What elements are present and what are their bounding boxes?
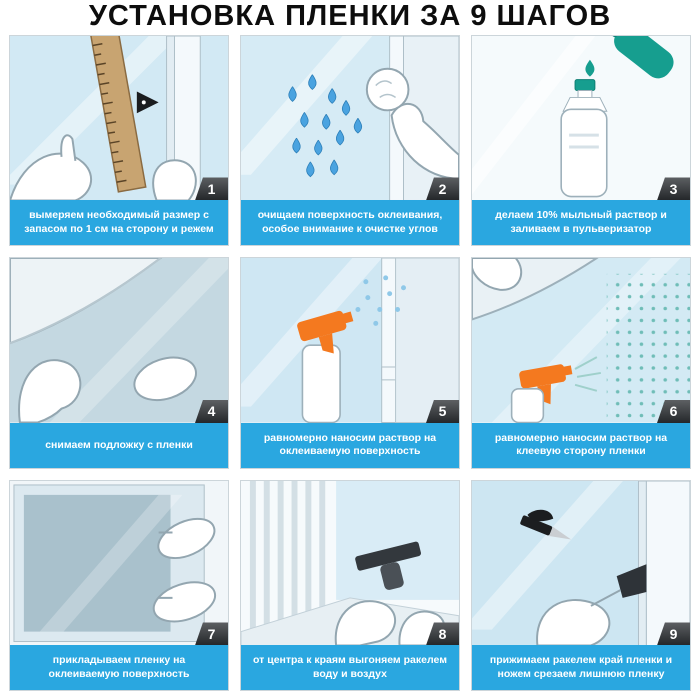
soap-solution-scene [472, 36, 690, 201]
step-caption: снимаем подложку с пленки [10, 422, 228, 468]
step-number-badge: 9 [657, 622, 690, 646]
holding-hand [472, 258, 523, 292]
squeegee-icon [616, 564, 647, 598]
step-number-badge: 8 [426, 622, 459, 646]
trim-edge-scene [472, 480, 690, 646]
step-number-badge: 1 [195, 177, 228, 201]
step-card-8: 8 от центра к краям выгоняем ракелем вод… [240, 479, 460, 692]
spray-mist [355, 275, 406, 327]
lower-hand [152, 581, 217, 623]
step-caption-text: очищаем поверхность оклеивания, особое в… [257, 209, 443, 235]
step-card-4: 4 снимаем подложку с пленки [9, 257, 229, 469]
step-caption: равномерно наносим раствор на оклеиваему… [241, 422, 459, 468]
step-caption-text: от центра к краям выгоняем ракелем воду … [253, 654, 447, 680]
apply-film-scene [10, 480, 228, 646]
step-caption: вымеряем необходимый размер с запасом по… [10, 200, 228, 246]
teal-bottle-icon [607, 36, 674, 79]
step-number: 1 [207, 180, 216, 197]
step-number-badge: 5 [426, 399, 459, 423]
solution-drop-icon [585, 59, 595, 77]
page-title: УСТАНОВКА ПЛЕНКИ ЗА 9 ШАГОВ [88, 0, 612, 32]
step-number: 4 [207, 403, 216, 420]
step-caption-text: снимаем подложку с пленки [45, 438, 193, 451]
step-caption-text: вымеряем необходимый размер с запасом по… [24, 209, 214, 235]
left-hand [334, 600, 397, 646]
film-offcut [527, 509, 554, 522]
film-sheet-icon [23, 494, 171, 632]
spray-bottle-icon [297, 311, 354, 423]
squeegee-scene [241, 480, 459, 646]
step-caption-text: делаем 10% мыльный раствор и заливаем в … [495, 209, 667, 235]
step-number: 9 [669, 625, 678, 642]
step-number: 2 [438, 180, 447, 197]
step-card-9: 9 прижимаем ракелем край пленки и ножем … [471, 479, 691, 692]
spray-lines [574, 356, 601, 393]
step-caption: прижимаем ракелем край пленки и ножем ср… [472, 645, 690, 691]
right-hand [152, 159, 197, 201]
pressing-hand [133, 357, 197, 402]
step-number-badge: 3 [657, 177, 690, 201]
pointing-finger [60, 134, 77, 161]
clean-surface-scene [241, 36, 459, 201]
step-1-illustration: 1 [10, 36, 228, 201]
step-9-illustration: 9 [472, 480, 690, 646]
ruler-icon [89, 36, 147, 193]
step-number-badge: 7 [195, 622, 228, 646]
step-card-1: 1 вымеряем необходимый размер с запасом … [9, 35, 229, 247]
step-card-3: 3 делаем 10% мыльный раствор и заливаем … [471, 35, 691, 247]
step-number: 3 [669, 180, 678, 197]
peel-backing-scene [10, 258, 228, 423]
step-caption-text: прижимаем ракелем край пленки и ножем ср… [489, 654, 673, 680]
step-6-illustration: 6 [472, 258, 690, 423]
step-number: 8 [438, 625, 447, 642]
step-3-illustration: 3 [472, 36, 690, 201]
orange-trigger-head [297, 311, 347, 342]
wiping-hand [390, 103, 459, 180]
orange-trigger-head [519, 364, 566, 390]
step-5-illustration: 5 [241, 258, 459, 423]
step-number: 5 [438, 403, 447, 420]
blinds-icon [249, 480, 326, 630]
step-caption: делаем 10% мыльный раствор и заливаем в … [472, 200, 690, 246]
step-number-badge: 4 [195, 399, 228, 423]
glass-reflection [10, 36, 179, 185]
knife-icon [520, 515, 572, 540]
window-frame [381, 258, 397, 423]
bottle-icon [560, 79, 608, 198]
sprayed-adhesive-area [606, 274, 690, 423]
spray-bottle-icon [510, 356, 601, 423]
bottle-cap [574, 79, 596, 91]
step-number: 7 [207, 625, 216, 642]
step-caption: очищаем поверхность оклеивания, особое в… [241, 200, 459, 246]
step-card-7: 7 прикладываем пленку на оклеиваемую пов… [9, 479, 229, 692]
step-card-2: 2 очищаем поверхность оклеивания, особое… [240, 35, 460, 247]
squeegee-icon [355, 541, 421, 590]
step-card-6: 6 равномерно наносим раствор на клеевую … [471, 257, 691, 469]
steps-grid: 1 вымеряем необходимый размер с запасом … [0, 33, 700, 700]
upper-hand [157, 517, 216, 560]
step-caption-text: прикладываем пленку на оклеиваемую повер… [48, 654, 190, 680]
spray-surface-scene [241, 258, 459, 423]
spray-film-scene [472, 258, 690, 423]
step-8-illustration: 8 [241, 480, 459, 646]
step-number: 6 [669, 403, 678, 420]
step-number-badge: 2 [426, 177, 459, 201]
step-number-badge: 6 [657, 399, 690, 423]
glass-reflection [241, 36, 373, 175]
step-caption: от центра к краям выгоняем ракелем воду … [241, 645, 459, 691]
left-hand [10, 152, 93, 201]
step-caption-text: равномерно наносим раствор на оклеиваему… [263, 431, 437, 458]
cloth-icon [365, 67, 410, 112]
step-caption-text: равномерно наносим раствор на клеевую ст… [494, 431, 668, 458]
step-caption: прикладываем пленку на оклеиваемую повер… [10, 645, 228, 691]
step-2-illustration: 2 [241, 36, 459, 201]
pulling-hand [18, 359, 82, 423]
step-caption: равномерно наносим раствор на клеевую ст… [472, 422, 690, 468]
knife-icon [136, 91, 159, 114]
step-card-5: 5 равномерно наносим раствор на оклеивае… [240, 257, 460, 469]
step-7-illustration: 7 [10, 480, 228, 646]
window-frame [637, 480, 647, 646]
measure-and-cut-scene [10, 36, 228, 201]
step-4-illustration: 4 [10, 258, 228, 423]
